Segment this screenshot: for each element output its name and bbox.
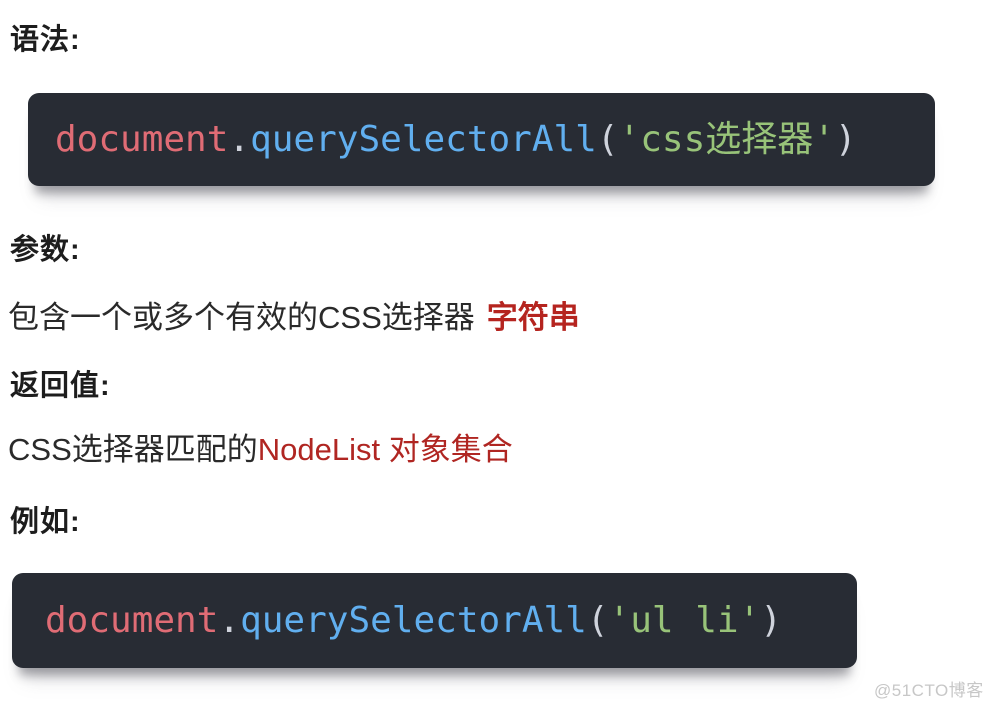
site-watermark: @51CTO博客 bbox=[874, 681, 984, 700]
code-token-dot: . bbox=[218, 599, 241, 641]
code-token-object: document bbox=[45, 599, 219, 641]
code-token-method: querySelectorAll bbox=[250, 118, 597, 160]
code-token-paren-close: ) bbox=[760, 599, 782, 641]
syntax-code-block: document.querySelectorAll('css选择器') bbox=[28, 93, 935, 186]
params-description: 包含一个或多个有效的CSS选择器字符串 bbox=[8, 292, 580, 337]
params-heading: 参数: bbox=[10, 234, 81, 266]
code-token-object: document bbox=[55, 118, 229, 160]
code-token-paren-close: ) bbox=[834, 118, 857, 160]
code-token-string: 'ul li' bbox=[608, 599, 761, 641]
params-highlight-string: 字符串 bbox=[486, 300, 580, 335]
code-token-paren-open: ( bbox=[596, 118, 619, 160]
code-token-paren-open: ( bbox=[586, 599, 609, 641]
example-code-line: document.querySelectorAll('ul li') bbox=[45, 599, 782, 641]
returns-highlight-nodelist: NodeList 对象集合 bbox=[257, 432, 513, 467]
returns-heading: 返回值: bbox=[10, 370, 111, 402]
returns-description-text: CSS选择器匹配的 bbox=[8, 432, 258, 467]
syntax-code-line: document.querySelectorAll('css选择器') bbox=[55, 118, 857, 160]
example-code-block: document.querySelectorAll('ul li') bbox=[12, 573, 857, 668]
example-heading: 例如: bbox=[10, 506, 81, 538]
params-description-text: 包含一个或多个有效的CSS选择器 bbox=[8, 300, 475, 335]
code-token-string: 'css选择器' bbox=[618, 118, 835, 160]
code-token-dot: . bbox=[228, 118, 251, 160]
syntax-heading: 语法: bbox=[10, 24, 81, 56]
returns-description: CSS选择器匹配的NodeList 对象集合 bbox=[8, 424, 513, 469]
code-token-method: querySelectorAll bbox=[240, 599, 587, 641]
